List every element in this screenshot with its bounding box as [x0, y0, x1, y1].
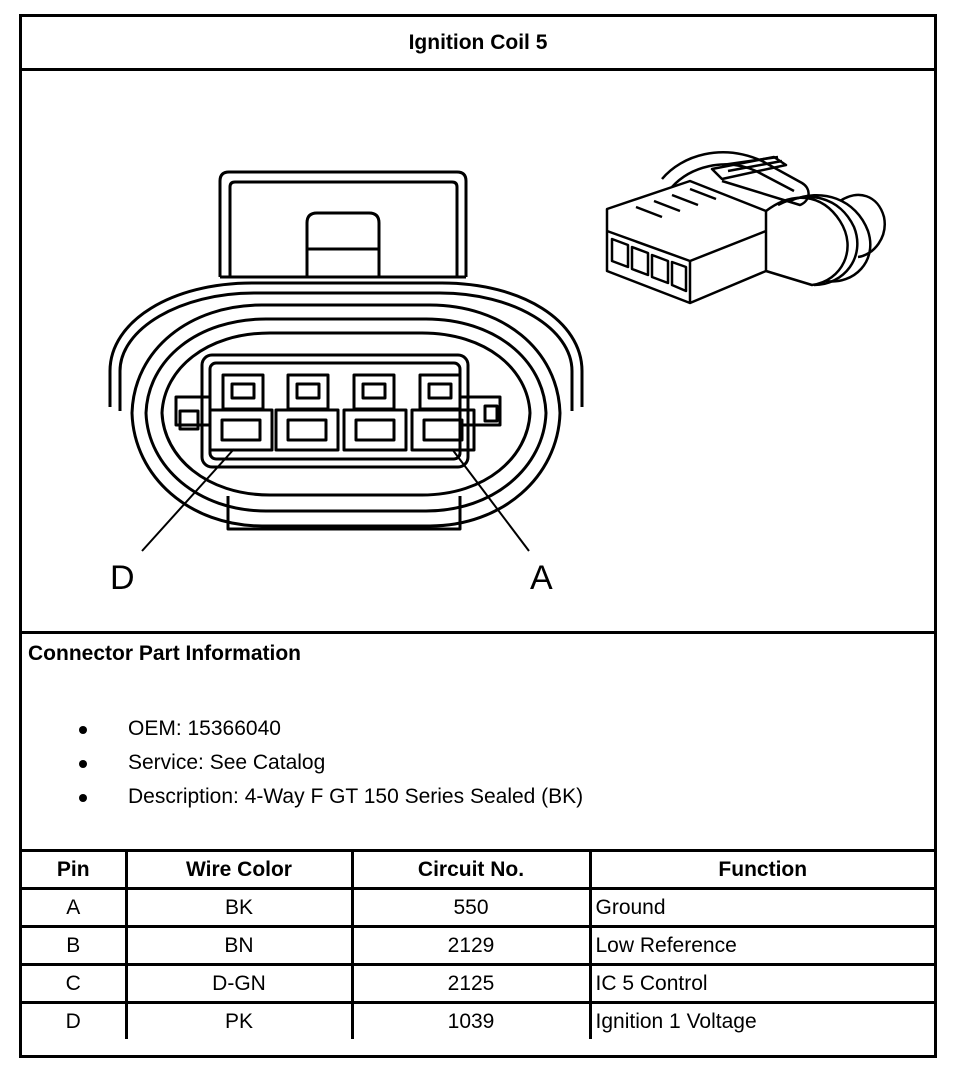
connector-info-section: Connector Part Information OEM: 15366040… — [22, 634, 934, 852]
table-row: B BN 2129 Low Reference — [22, 925, 934, 966]
cell-circuit-no: 2125 — [350, 963, 592, 1004]
list-item: OEM: 15366040 — [22, 712, 583, 746]
cell-wire-color: D-GN — [124, 963, 354, 1004]
info-item-service: Service: See Catalog — [128, 751, 326, 774]
connector-front-view — [108, 170, 584, 531]
header-pin: Pin — [22, 852, 128, 890]
cell-wire-color: BK — [124, 887, 354, 928]
cell-wire-color: PK — [124, 1001, 354, 1039]
bullet-icon — [79, 726, 87, 734]
cell-pin: D — [22, 1001, 128, 1039]
info-item-description: Description: 4-Way F GT 150 Series Seale… — [128, 785, 584, 808]
header-function: Function — [588, 852, 934, 890]
table-row: C D-GN 2125 IC 5 Control — [22, 963, 934, 1004]
pin-label-a: A — [530, 559, 553, 597]
cell-function: Low Reference — [588, 925, 934, 966]
table-row: A BK 550 Ground — [22, 887, 934, 928]
cell-pin: B — [22, 925, 128, 966]
cell-circuit-no: 550 — [350, 887, 592, 928]
table-header-row: Pin Wire Color Circuit No. Function — [22, 852, 934, 890]
connector-info-list: OEM: 15366040 Service: See Catalog Descr… — [22, 712, 583, 814]
terminal-cavities — [208, 373, 476, 452]
header-circuit-no: Circuit No. — [350, 852, 592, 890]
connector-diagram-area: D A — [22, 71, 934, 634]
info-item-oem: OEM: 15366040 — [128, 717, 281, 740]
connector-diagram: D A — [108, 151, 886, 597]
cell-pin: C — [22, 963, 128, 1004]
list-item: Service: See Catalog — [22, 746, 583, 780]
cell-circuit-no: 1039 — [350, 1001, 592, 1039]
connector-info-heading: Connector Part Information — [28, 642, 302, 665]
page-title: Ignition Coil 5 — [22, 17, 934, 71]
bullet-icon — [79, 760, 87, 768]
cell-function: IC 5 Control — [588, 963, 934, 1004]
pin-label-d: D — [110, 559, 135, 597]
list-item: Description: 4-Way F GT 150 Series Seale… — [22, 780, 583, 814]
cell-function: Ground — [588, 887, 934, 928]
cavity-c — [274, 373, 340, 452]
pin-table: Pin Wire Color Circuit No. Function A BK… — [22, 852, 934, 1039]
header-wire-color: Wire Color — [124, 852, 354, 890]
table-row: D PK 1039 Ignition 1 Voltage — [22, 1001, 934, 1039]
cavity-b — [342, 373, 408, 452]
lock-tab-slot — [305, 211, 381, 276]
connector-sheet: Ignition Coil 5 — [19, 14, 937, 1058]
lock-tab — [218, 170, 468, 277]
cell-pin: A — [22, 887, 128, 928]
cell-circuit-no: 2129 — [350, 925, 592, 966]
cavity-a — [410, 373, 476, 452]
cell-function: Ignition 1 Voltage — [588, 1001, 934, 1039]
outer-seal — [108, 281, 584, 407]
bullet-icon — [79, 794, 87, 802]
cell-wire-color: BN — [124, 925, 354, 966]
cavity-d — [208, 373, 274, 452]
connector-iso-view — [605, 151, 886, 305]
leader-line-d — [141, 448, 235, 552]
leader-line-a — [451, 448, 530, 552]
